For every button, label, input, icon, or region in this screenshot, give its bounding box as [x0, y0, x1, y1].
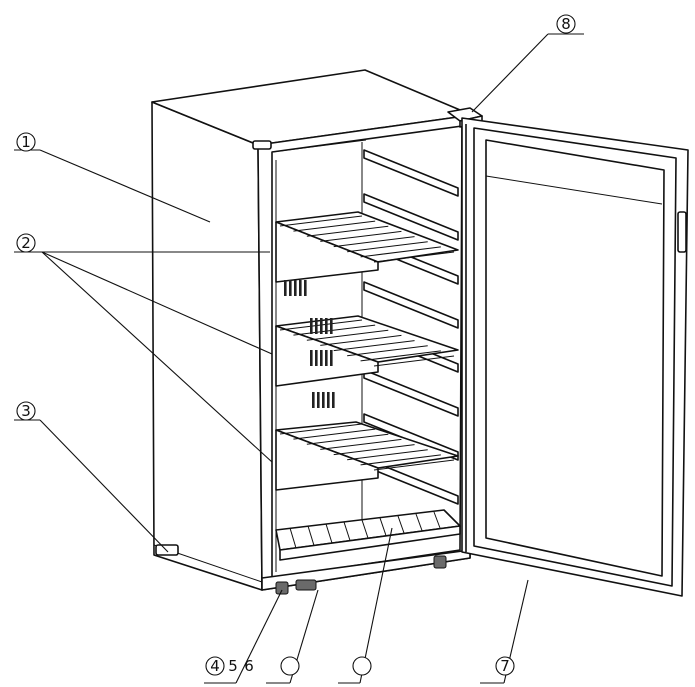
- shelf-wire: [293, 220, 376, 232]
- shelf-wire: [360, 350, 441, 362]
- shelf-rail: [363, 281, 459, 329]
- shelf-rail: [363, 193, 459, 241]
- vent-slot: [310, 318, 313, 334]
- vent-slot: [299, 280, 302, 296]
- shelf-wire: [373, 355, 455, 367]
- callout-6: 6: [244, 657, 254, 675]
- vent-slot: [312, 392, 315, 408]
- rack-wire: [433, 511, 441, 529]
- rack-wire: [307, 525, 315, 546]
- bottom-rack: [275, 509, 461, 561]
- rack-wire: [415, 513, 423, 531]
- vent-slot: [320, 318, 323, 334]
- vent-slot: [330, 318, 333, 334]
- wire-shelf-upper: [275, 211, 459, 283]
- vent-slot: [327, 392, 330, 408]
- shelf-wire: [360, 454, 441, 466]
- shelf-wire: [373, 459, 455, 471]
- callout-4-label: 4: [210, 657, 220, 675]
- vent-slot: [310, 350, 313, 366]
- callout-6-label: 6: [244, 657, 254, 675]
- vent-slot: [322, 392, 325, 408]
- shelf-wire: [306, 225, 389, 237]
- rack-wire: [379, 517, 387, 536]
- vent-slot: [289, 280, 292, 296]
- callout-5-label: 5: [228, 657, 238, 675]
- wire-shelf-lower: [275, 421, 459, 491]
- shelf-wire: [333, 444, 415, 456]
- vent-slot: [294, 280, 297, 296]
- callout-3-label: 3: [21, 402, 31, 420]
- shelf-wire: [306, 433, 389, 445]
- rack-wire: [361, 519, 369, 539]
- shelf-rail: [363, 369, 459, 417]
- callout-2: 2: [16, 233, 36, 253]
- callout-7-label: 7: [500, 657, 510, 675]
- rack-wire: [343, 521, 351, 541]
- left-top-hinge: [252, 140, 272, 150]
- shelf-wire: [333, 236, 415, 248]
- vent-slot: [325, 318, 328, 334]
- shelf-wire: [347, 449, 428, 461]
- shelf-wire: [293, 428, 376, 440]
- vent-slot: [315, 318, 318, 334]
- shelf-wire: [320, 438, 402, 450]
- feet: [155, 544, 447, 595]
- callout-5: 5: [228, 657, 238, 675]
- shelf-wire: [347, 345, 428, 357]
- vent-slot: [304, 280, 307, 296]
- callout-4: 4: [205, 656, 225, 676]
- vent-slot: [315, 350, 318, 366]
- empty-callout-circle-b: [352, 656, 372, 676]
- vent-slot: [332, 392, 335, 408]
- vent-slot: [325, 350, 328, 366]
- shelf-wire: [320, 334, 402, 346]
- vent-slot: [330, 350, 333, 366]
- callout-7: 7: [495, 656, 515, 676]
- rack-wire: [397, 515, 405, 534]
- callout-1-label: 1: [21, 133, 31, 151]
- shelf-rail: [363, 149, 459, 197]
- back-vents: [284, 280, 335, 408]
- shelf-wire: [306, 329, 389, 341]
- shelf-wire: [360, 246, 441, 258]
- callout-8-label: 8: [561, 15, 571, 33]
- callout-3: 3: [16, 401, 36, 421]
- glass-door: [461, 117, 689, 597]
- vent-slot: [317, 392, 320, 408]
- vent-slot: [284, 280, 287, 296]
- shelf-wire: [347, 241, 428, 253]
- empty-callout-circle-a: [280, 656, 300, 676]
- shelf-wire: [333, 340, 415, 352]
- rack-wire: [289, 527, 297, 549]
- rack-wire: [325, 523, 333, 544]
- vent-slot: [320, 350, 323, 366]
- shelf-wire: [373, 251, 455, 263]
- shelf-wire: [320, 230, 402, 242]
- shelf-wire: [279, 423, 363, 435]
- shelf-wire: [279, 215, 363, 227]
- callout-1: 1: [16, 132, 36, 152]
- callout-8: 8: [556, 14, 576, 34]
- shelf-wire: [293, 324, 376, 336]
- callout-2-label: 2: [21, 234, 31, 252]
